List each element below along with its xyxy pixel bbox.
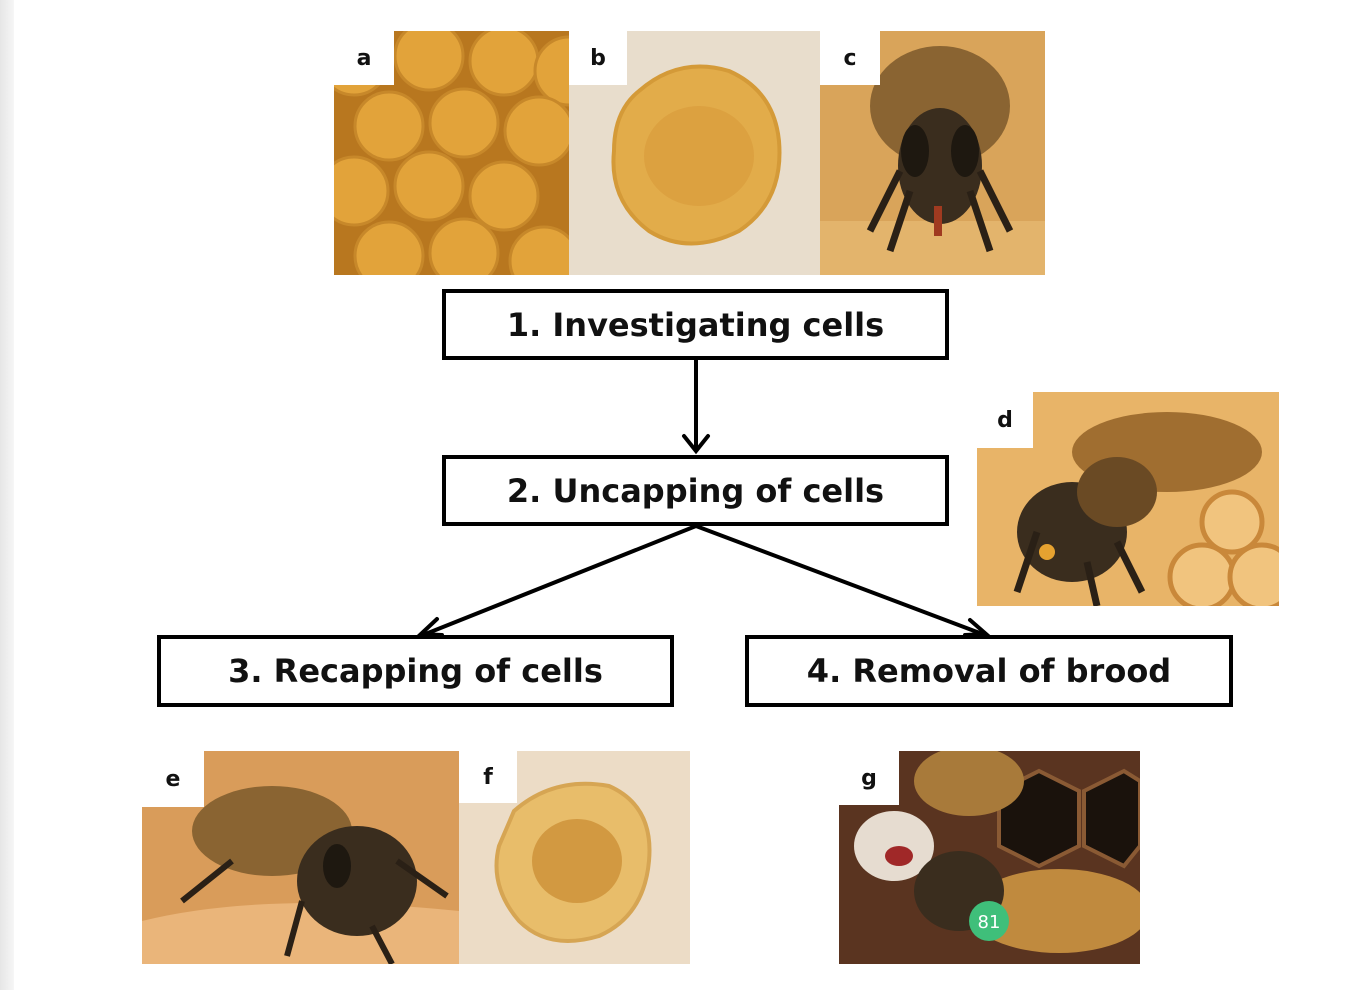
arrow-2-to-3 bbox=[423, 526, 696, 635]
photo-e-bee-recapping: e bbox=[142, 751, 459, 964]
bee-marker-number: 81 bbox=[978, 912, 1001, 933]
panel-label-f: f bbox=[459, 751, 517, 803]
panel-label-e: e bbox=[142, 751, 204, 807]
panel-label-g: g bbox=[839, 751, 899, 805]
arrow-2-to-4 bbox=[696, 526, 985, 635]
photo-f-recapped-wax: f bbox=[459, 751, 690, 964]
photo-g-bee-removing-brood: 81 g bbox=[839, 751, 1140, 964]
